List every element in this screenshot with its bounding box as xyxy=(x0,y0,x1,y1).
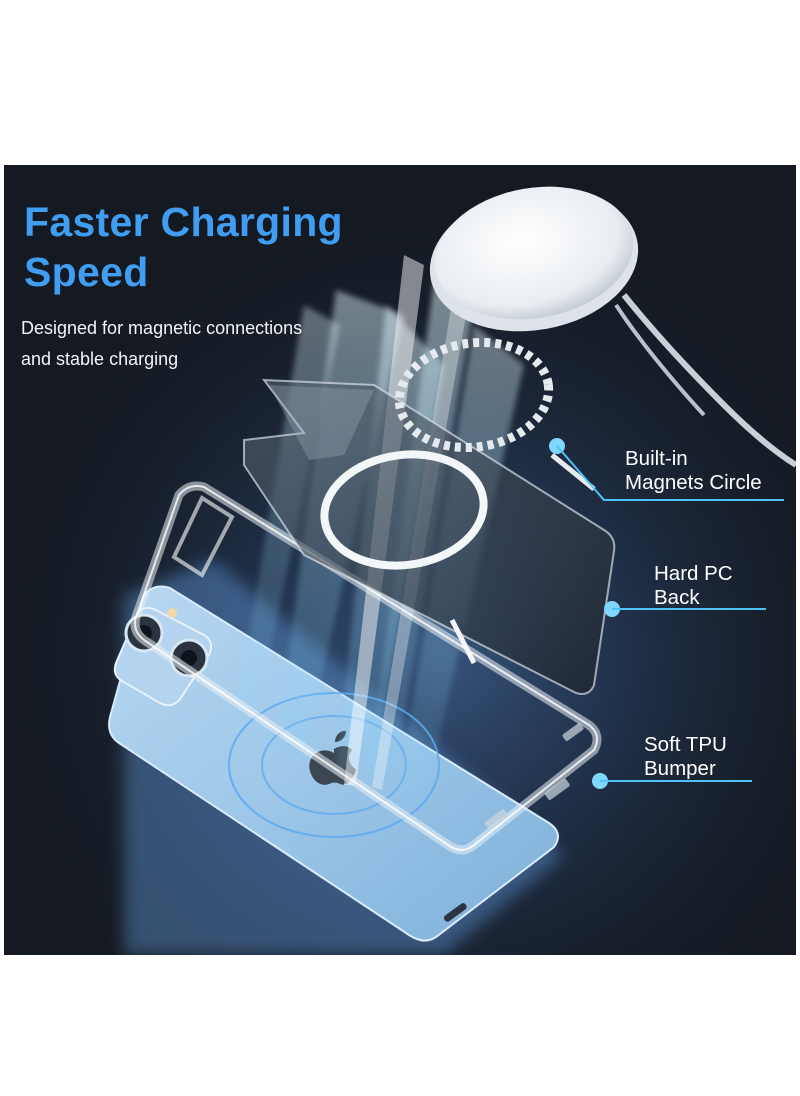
headline-line-2: Speed xyxy=(24,249,149,295)
headline: Faster Charging Speed xyxy=(24,197,343,297)
product-banner: Faster Charging Speed Designed for magne… xyxy=(4,165,796,955)
callout-tpu-bumper: Soft TPU Bumper xyxy=(644,733,727,781)
magnet-ring-icon xyxy=(394,337,596,491)
callout-tpu-bumper-line-1: Soft TPU xyxy=(644,733,727,756)
hard-pc-back xyxy=(243,378,616,695)
subtitle-line-2: and stable charging xyxy=(21,349,179,369)
callout-magnets-line-2: Magnets Circle xyxy=(625,471,762,494)
subtitle: Designed for magnetic connections and st… xyxy=(21,313,302,375)
callout-pc-back: Hard PC Back xyxy=(654,562,733,610)
product-illustration xyxy=(4,165,796,955)
callout-magnets: Built-in Magnets Circle xyxy=(625,447,762,495)
headline-line-1: Faster Charging xyxy=(24,199,343,245)
callout-pc-back-line-2: Back xyxy=(654,586,700,609)
callout-pc-back-line-1: Hard PC xyxy=(654,562,733,585)
callout-magnets-line-1: Built-in xyxy=(625,447,688,470)
callout-tpu-bumper-line-2: Bumper xyxy=(644,757,716,780)
subtitle-line-1: Designed for magnetic connections xyxy=(21,318,303,338)
magsafe-charger-icon xyxy=(429,186,796,468)
callout-lines xyxy=(549,438,784,789)
tpu-bumper xyxy=(130,481,602,855)
